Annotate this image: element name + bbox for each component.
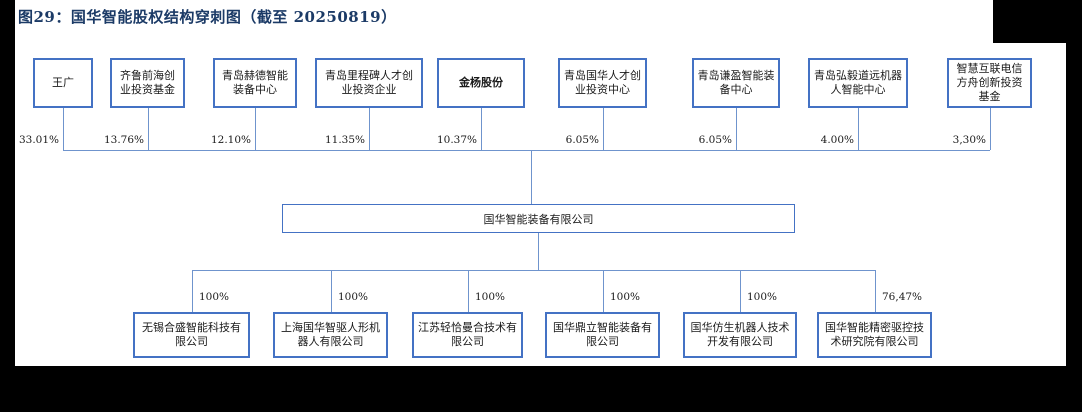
shareholder-box: 智慧互联电信方舟创新投资基金 bbox=[947, 58, 1032, 108]
shareholder-pct: 10.37% bbox=[436, 134, 477, 146]
subsidiary-box: 国华鼎立智能装备有限公司 bbox=[545, 312, 660, 358]
shareholder-pct: 33.01% bbox=[18, 134, 59, 146]
shareholder-pct: 11.35% bbox=[324, 134, 365, 146]
subsidiary-pct: 100% bbox=[610, 291, 641, 303]
shareholder-pct: 4.00% bbox=[820, 134, 854, 146]
connector-vline bbox=[192, 270, 193, 312]
connector-vline bbox=[148, 108, 149, 150]
subsidiary-box: 国华仿生机器人技术开发有限公司 bbox=[683, 312, 797, 358]
connector-vline bbox=[990, 108, 991, 150]
shareholder-pct: 6.05% bbox=[565, 134, 599, 146]
shareholder-box: 王广 bbox=[33, 58, 93, 108]
connector-vline bbox=[603, 270, 604, 312]
shareholder-box: 青岛赫德智能装备中心 bbox=[213, 58, 297, 108]
connector-vline bbox=[875, 270, 876, 312]
subsidiary-pct: 100% bbox=[338, 291, 369, 303]
connector-vline bbox=[538, 233, 539, 270]
connector-vline bbox=[63, 108, 64, 150]
shareholder-box: 金杨股份 bbox=[437, 58, 525, 108]
subsidiary-pct: 100% bbox=[199, 291, 230, 303]
connector-vline bbox=[331, 270, 332, 312]
ownership-bus-line bbox=[192, 270, 875, 271]
connector-vline bbox=[481, 108, 482, 150]
connector-vline bbox=[531, 150, 532, 204]
shareholder-pct: 3,30% bbox=[952, 134, 986, 146]
subsidiary-pct: 100% bbox=[475, 291, 506, 303]
shareholder-box: 青岛国华人才创业投资中心 bbox=[558, 58, 647, 108]
connector-vline bbox=[740, 270, 741, 312]
shareholder-pct: 13.76% bbox=[103, 134, 144, 146]
subsidiary-box: 上海国华智驱人形机器人有限公司 bbox=[273, 312, 388, 358]
subsidiary-box: 江苏轻恰曼合技术有限公司 bbox=[412, 312, 523, 358]
connector-vline bbox=[858, 108, 859, 150]
connector-vline bbox=[468, 270, 469, 312]
shareholder-box: 青岛里程碑人才创业投资企业 bbox=[315, 58, 423, 108]
company-box: 国华智能装备有限公司 bbox=[282, 204, 795, 233]
ownership-bus-line bbox=[63, 150, 990, 151]
connector-vline bbox=[255, 108, 256, 150]
connector-vline bbox=[736, 108, 737, 150]
shareholder-box: 齐鲁前海创业投资基金 bbox=[110, 58, 185, 108]
subsidiary-box: 无锡合盛智能科技有限公司 bbox=[133, 312, 250, 358]
connector-vline bbox=[369, 108, 370, 150]
shareholder-box: 青岛弘毅道远机器人智能中心 bbox=[808, 58, 908, 108]
shareholder-box: 青岛谦盈智能装备中心 bbox=[692, 58, 780, 108]
shareholder-pct: 12.10% bbox=[210, 134, 251, 146]
dark-corner-block bbox=[993, 0, 1082, 43]
subsidiary-box: 国华智能精密驱控技术研究院有限公司 bbox=[817, 312, 932, 358]
subsidiary-pct: 76,47% bbox=[882, 291, 923, 303]
shareholder-pct: 6.05% bbox=[698, 134, 732, 146]
figure-title: 图29：国华智能股权结构穿刺图（截至 20250819） bbox=[18, 8, 397, 26]
subsidiary-pct: 100% bbox=[747, 291, 778, 303]
connector-vline bbox=[603, 108, 604, 150]
